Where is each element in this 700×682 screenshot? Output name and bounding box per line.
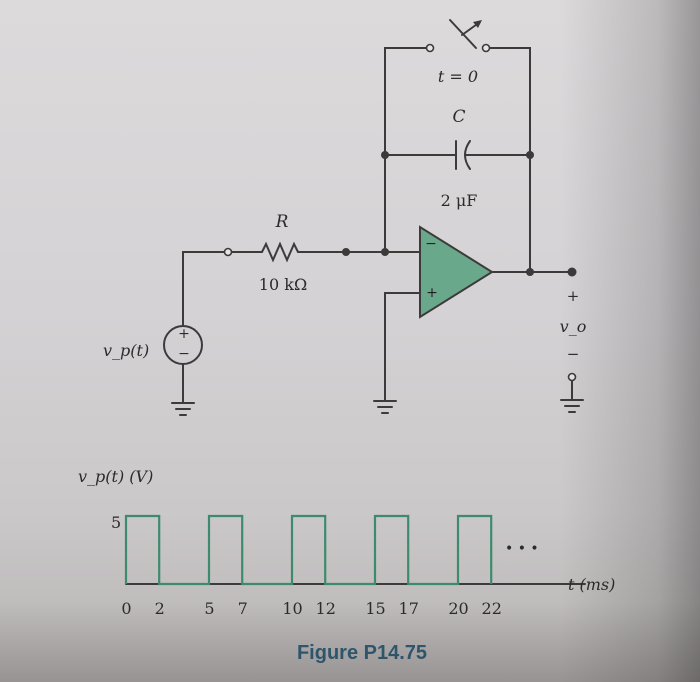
node-dot [342, 248, 350, 256]
pulse-waveform-chart: 0 2 5 7 10 12 15 17 20 22 v_p(t) (V) 5 • • • t (m… [78, 467, 615, 618]
chart-x-label: t (ms) [568, 575, 615, 594]
x-tick-label: 20 [448, 599, 468, 618]
node-dot [381, 248, 389, 256]
output-plus-sign: + [567, 287, 580, 305]
x-tick-label: 7 [238, 599, 248, 618]
output-terminal-minus [567, 372, 577, 382]
resistor-zigzag [231, 241, 303, 263]
switch-arrow-icon [473, 20, 482, 28]
resistor-label: R [275, 212, 289, 232]
chart-ellipsis: • • • [505, 541, 539, 557]
x-tick-label: 22 [482, 599, 502, 618]
x-tick-label: 10 [282, 599, 302, 618]
x-tick-label: 12 [316, 599, 336, 618]
feedback-wire-left [384, 47, 429, 156]
output-label: v_o [560, 317, 587, 336]
opamp-plus-sign: + [426, 285, 438, 301]
ground-icon [560, 399, 584, 413]
circuit-diagram [163, 19, 584, 416]
source-plus-sign: + [178, 326, 190, 342]
output-minus-sign: − [567, 345, 580, 363]
capacitor-plate-curved [464, 140, 471, 170]
opamp-icon [419, 225, 494, 319]
source-minus-sign: − [178, 346, 190, 362]
x-tick-labels: 0 2 5 7 10 12 15 17 20 22 [121, 599, 501, 618]
noninverting-wire [384, 292, 421, 402]
feedback-wire-right [487, 47, 531, 156]
ground-icon [373, 400, 397, 414]
chart-level-label: 5 [111, 513, 121, 532]
capacitor-label: C [452, 107, 465, 127]
x-tick-label: 15 [365, 599, 385, 618]
x-tick-label: 5 [204, 599, 214, 618]
capacitor-value: 2 μF [441, 191, 478, 210]
opamp-minus-sign: − [425, 236, 437, 252]
node-dot [526, 268, 534, 276]
chart-y-label: v_p(t) (V) [78, 467, 153, 486]
ground-icon [171, 402, 195, 416]
source-label: v_p(t) [103, 341, 149, 360]
x-tick-label: 17 [399, 599, 419, 618]
pulse-train-line [124, 514, 493, 586]
x-tick-label: 2 [155, 599, 165, 618]
switch-contact-left [425, 43, 435, 53]
inverting-wire [384, 154, 421, 253]
figure-caption: Figure P14.75 [297, 642, 427, 664]
resistor-value: 10 kΩ [259, 275, 307, 294]
input-terminal [223, 247, 233, 257]
switch-label: t = 0 [438, 67, 478, 86]
source-wire-top [182, 251, 225, 327]
x-tick-label: 0 [121, 599, 131, 618]
switch-contact-right [481, 43, 491, 53]
output-terminal-plus [567, 267, 577, 277]
